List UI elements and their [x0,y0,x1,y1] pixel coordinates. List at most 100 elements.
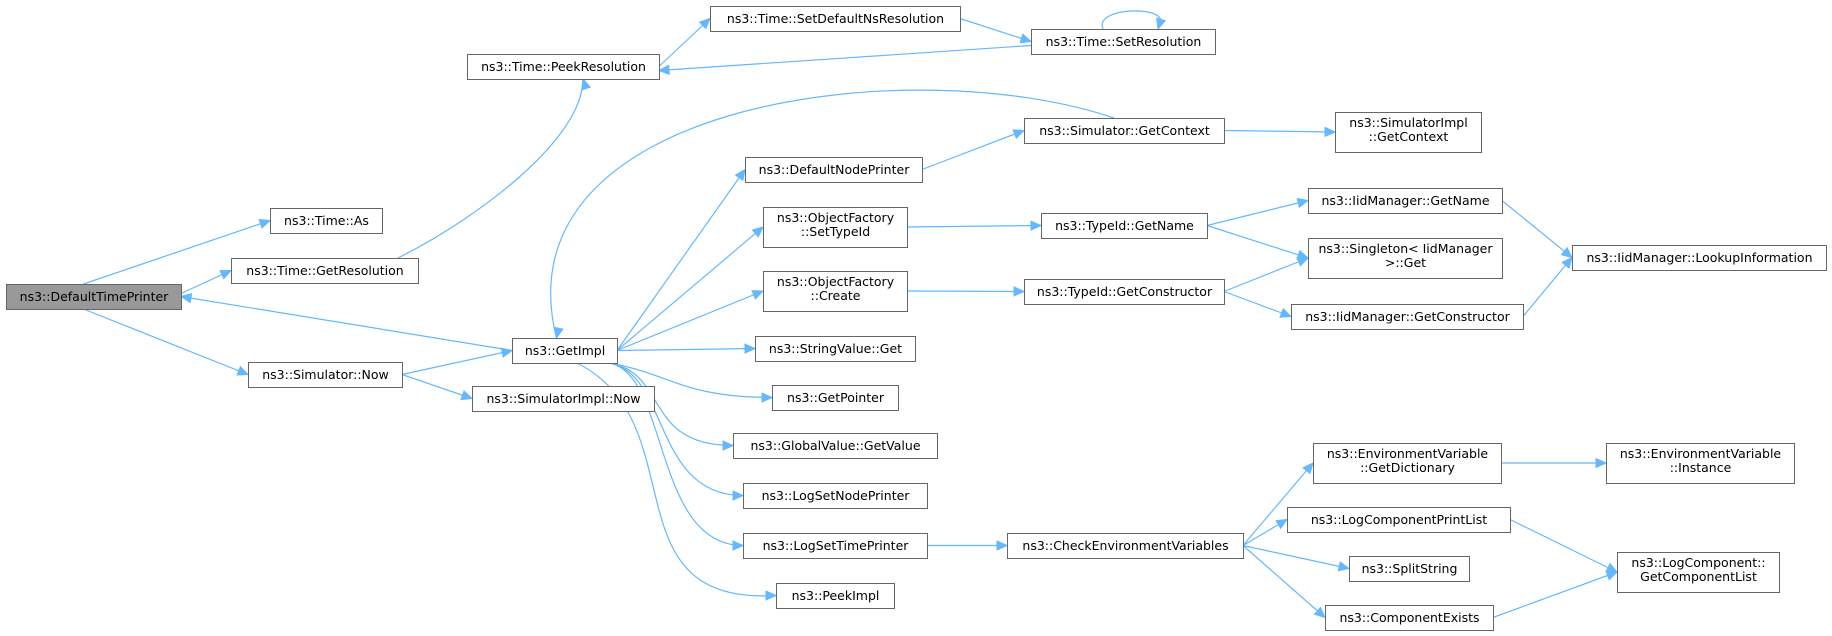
edge-line [1492,571,1618,619]
node-box [1325,605,1494,631]
edge-line [608,362,773,399]
node-simulator-impl-now[interactable]: ns3::SimulatorImpl::Now [472,386,655,412]
node-time-as[interactable]: ns3::Time::As [270,208,383,234]
edge-line [906,290,1025,293]
node-label: ns3::DefaultTimePrinter [20,289,170,304]
node-split-string[interactable]: ns3::SplitString [1349,556,1470,582]
call-edge [616,343,757,354]
node-simulator-get-context[interactable]: ns3::Simulator::GetContext [1024,118,1225,144]
node-peek-impl[interactable]: ns3::PeekImpl [776,583,895,609]
edge-arrowhead [761,392,774,403]
edge-line [658,18,711,67]
node-label: ::GetDictionary [1360,460,1455,475]
node-label: ns3::LogComponent:: [1631,555,1765,570]
node-time-get-resolution[interactable]: ns3::Time::GetResolution [231,258,419,284]
edge-arrowhead [1019,33,1033,44]
node-box [1308,188,1503,214]
node-log-component-get-component-list[interactable]: ns3::LogComponent::GetComponentList [1617,552,1780,593]
edge-arrowhead [1337,561,1351,572]
node-time-set-resolution[interactable]: ns3::Time::SetResolution [1031,29,1216,55]
edge-arrowhead [722,440,735,451]
node-get-pointer[interactable]: ns3::GetPointer [772,385,899,411]
edge-line [1206,224,1309,259]
node-box [1291,304,1524,330]
node-iid-manager-get-constructor[interactable]: ns3::IidManager::GetConstructor [1291,304,1524,330]
node-simulator-now[interactable]: ns3::Simulator::Now [248,362,403,388]
edge-line [1223,129,1336,133]
node-label: ns3::ObjectFactory [777,274,895,289]
node-label: ns3::IidManager::GetConstructor [1305,309,1510,324]
edge-line [616,226,764,351]
call-edge [959,17,1033,44]
node-box [231,258,419,284]
node-iid-manager-get-name[interactable]: ns3::IidManager::GetName [1308,188,1503,214]
node-global-value-get-value[interactable]: ns3::GlobalValue::GetValue [733,433,938,459]
node-time-set-default-ns-resolution[interactable]: ns3::Time::SetDefaultNsResolution [710,6,961,32]
call-edge [83,308,250,376]
edge-line [616,169,746,351]
call-edge [608,362,735,451]
call-edge [397,77,592,259]
node-get-impl[interactable]: ns3::GetImpl [512,338,618,364]
node-layer: ns3::DefaultTimePrinterns3::Time::Asns3:… [6,6,1827,631]
node-box [1007,533,1244,559]
edge-arrowhead [1302,462,1314,475]
call-edge [616,290,765,352]
node-log-set-time-printer[interactable]: ns3::LogSetTimePrinter [743,533,928,559]
node-box [467,54,660,80]
node-box [772,385,899,411]
node-label: ns3::PeekImpl [792,588,880,603]
edge-line [83,308,249,376]
edge-arrowhead [751,226,764,238]
node-label: ns3::CheckEnvironmentVariables [1022,538,1228,553]
node-box [1041,213,1208,239]
call-edge [1509,518,1619,573]
node-object-factory-set-type-id[interactable]: ns3::ObjectFactory::SetTypeId [763,207,908,248]
node-label: ns3::StringValue::Get [769,341,902,356]
node-environment-variable-get-dictionary[interactable]: ns3::EnvironmentVariable::GetDictionary [1313,443,1502,484]
node-type-id-get-constructor[interactable]: ns3::TypeId::GetConstructor [1024,279,1225,305]
call-edge [1501,457,1608,469]
node-label: ns3::DefaultNodePrinter [759,162,911,177]
node-box [248,362,403,388]
call-edge [401,373,474,401]
edge-line [608,362,744,547]
edge-arrowhead [553,326,564,340]
edge-arrowhead [1561,256,1573,269]
node-label: ns3::Simulator::Now [262,367,389,382]
edge-line [1242,544,1350,570]
node-box [512,338,618,364]
call-edge [180,269,233,295]
node-label: ns3::GetImpl [525,343,605,358]
node-log-component-print-list[interactable]: ns3::LogComponentPrintList [1287,507,1511,533]
node-log-set-node-printer[interactable]: ns3::LogSetNodePrinter [743,483,928,509]
call-edge [1242,544,1351,572]
node-default-time-printer[interactable]: ns3::DefaultTimePrinter [6,284,182,310]
edge-arrowhead [1560,246,1573,259]
node-box [270,208,383,234]
edge-arrowhead [460,390,474,401]
node-label: ns3::LogSetTimePrinter [763,538,910,553]
node-component-exists[interactable]: ns3::ComponentExists [1325,605,1494,631]
edge-line [550,89,1115,339]
node-environment-variable-instance[interactable]: ns3::EnvironmentVariable::Instance [1606,443,1795,484]
node-iid-manager-lookup-information[interactable]: ns3::IidManager::LookupInformation [1572,245,1827,271]
call-edge [927,540,1009,551]
node-box [743,483,928,509]
node-simulator-impl-get-context[interactable]: ns3::SimulatorImpl::GetContext [1335,112,1482,153]
call-edge [1522,256,1573,317]
node-label: ns3::LogComponentPrintList [1311,512,1487,527]
edge-arrowhead [1013,286,1026,297]
node-label: ns3::SimulatorImpl [1349,115,1467,130]
edge-arrowhead [734,168,746,182]
node-object-factory-create[interactable]: ns3::ObjectFactory::Create [763,271,908,312]
node-singleton-get[interactable]: ns3::Singleton< IidManager>::Get [1308,238,1503,279]
node-string-value-get[interactable]: ns3::StringValue::Get [755,336,916,362]
node-check-environment-variables[interactable]: ns3::CheckEnvironmentVariables [1007,533,1244,559]
edge-arrowhead [1012,129,1026,140]
node-type-id-get-name[interactable]: ns3::TypeId::GetName [1041,213,1208,239]
node-label: ns3::GlobalValue::GetValue [750,438,920,453]
node-default-node-printer[interactable]: ns3::DefaultNodePrinter [745,157,923,183]
node-label: ns3::TypeId::GetConstructor [1037,284,1213,299]
node-time-peek-resolution[interactable]: ns3::Time::PeekResolution [467,54,660,80]
